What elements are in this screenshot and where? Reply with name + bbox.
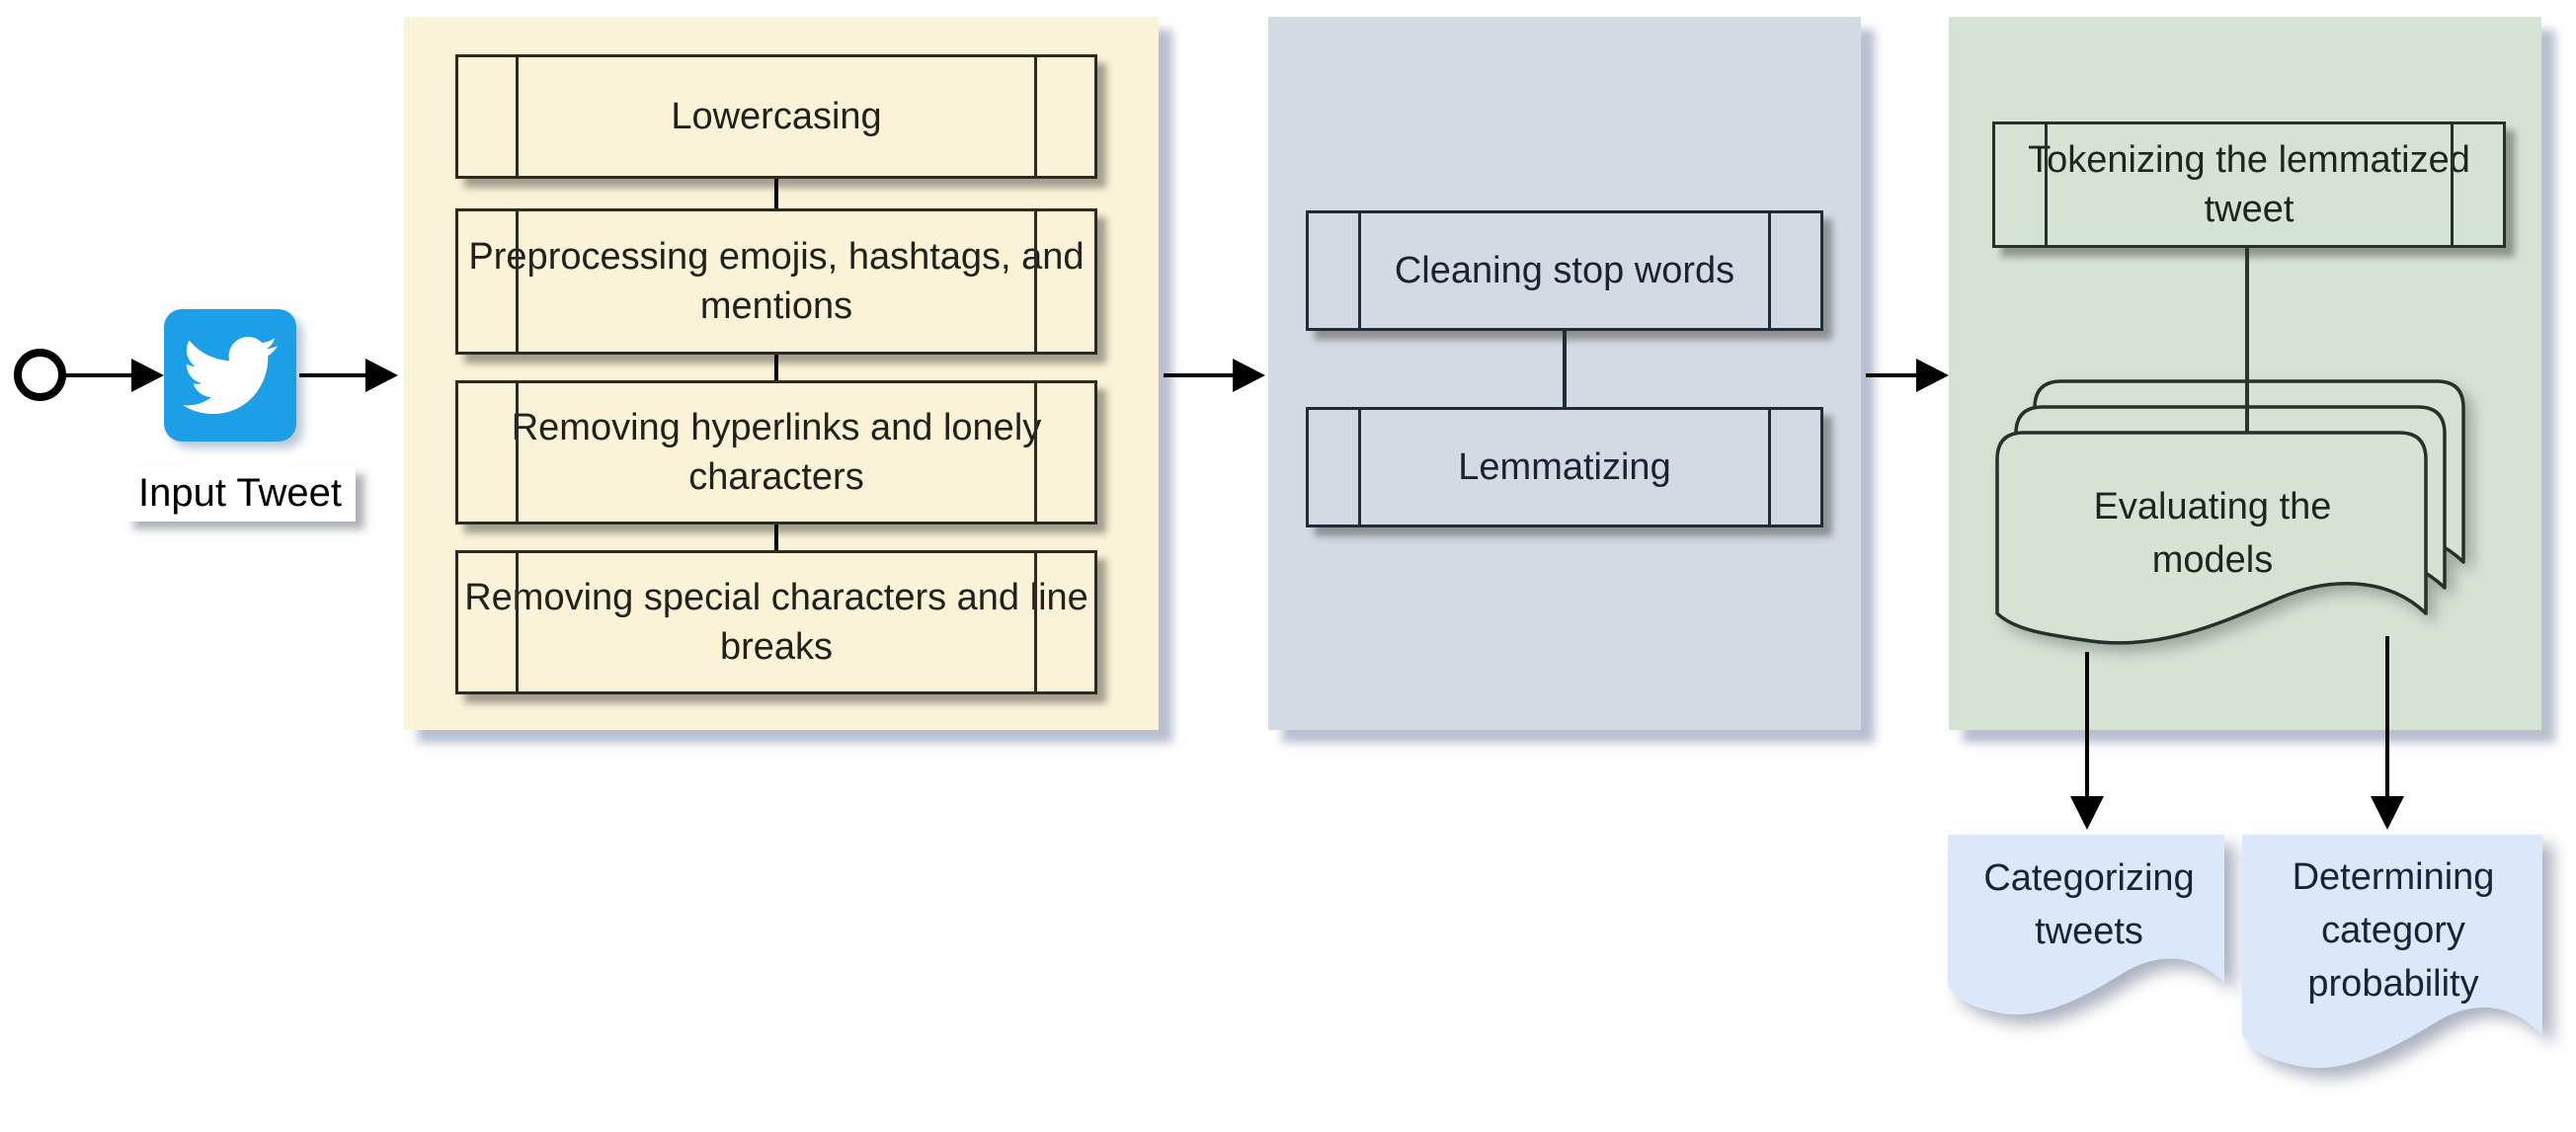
determining-probability-label: Determining category probability [2250,851,2536,1011]
process-box-cleaning-stop-words: Cleaning stop words [1306,210,1823,331]
label-line: category [2321,909,2465,951]
process-box-lemmatizing: Lemmatizing [1306,407,1823,527]
process-label: Tokenizing the lemmatized tweet [1995,135,2503,234]
connector-preprocessing-to-cleaning [1164,373,1233,377]
output-document-probability [2242,835,2542,1069]
side-bar [1034,211,1037,352]
twitter-bird-glyph [183,336,278,415]
connector-evaluating-to-categorizing [2085,652,2089,798]
label-line: Tokenizing the [2028,138,2269,181]
connector-cleaning-to-evaluation [1866,373,1917,377]
connector-evaluating-to-probability [2385,636,2389,798]
twitter-bird-icon [164,309,296,442]
label-line: Evaluating the [2093,486,2332,527]
start-node-circle [14,349,66,401]
document-shape [2242,835,2542,1069]
arrowhead-right-preprocessing [365,359,398,392]
side-bar [1358,213,1361,328]
label-line: models [2151,538,2274,581]
side-bar [1768,213,1771,328]
process-label: Removing hyperlinks and lonely character… [458,403,1094,502]
connector-start-to-input [65,373,134,377]
side-bar [516,57,519,176]
label-line: Preprocessing emojis, [468,235,839,278]
evaluating-models-document-stack [1995,379,2465,645]
process-box-tokenizing: Tokenizing the lemmatized tweet [1992,121,2506,248]
arrowhead-right-cleaning [1233,359,1265,392]
process-label: Preprocessing emojis, hashtags, and ment… [458,232,1094,331]
preprocessing-panel: Lowercasing Preprocessing emojis, hashta… [404,17,1159,730]
connector-tokenizing-to-evaluating [2245,246,2249,434]
side-bar [516,383,519,522]
label-line: hashtags, and mentions [699,235,1085,327]
document-shape [1948,835,2224,1015]
process-box-lowercasing: Lowercasing [455,54,1097,179]
process-box-removing-special: Removing special characters and line bre… [455,550,1097,694]
categorizing-tweets-label: Categorizing tweets [1954,852,2224,959]
side-bar [2451,124,2454,245]
cleaning-panel: Cleaning stop words Lemmatizing [1268,17,1861,730]
side-bar [1034,383,1037,522]
connector-input-to-preprocessing [299,373,366,377]
arrowhead-down-categorizing [2070,796,2104,830]
output-document-categorizing [1948,835,2224,1015]
connector-step1-step2 [774,179,778,208]
connector-step2-step3 [774,355,778,380]
side-bar [516,211,519,352]
label-line: lonely characters [688,406,1042,498]
arrowhead-right-evaluation [1916,359,1949,392]
evaluating-models-label: Evaluating the models [2039,481,2386,588]
label-line: Removing special [464,576,762,618]
side-bar [1358,410,1361,525]
process-label: Lemmatizing [1458,445,1671,488]
side-bar [1768,410,1771,525]
label-line: Determining [2292,856,2495,898]
input-tweet-label: Input Tweet [123,466,357,522]
arrowhead-down-probability [2371,796,2404,830]
connector-step3-step4 [774,525,778,550]
label-line: lemmatized tweet [2204,138,2470,230]
label-line: Removing hyperlinks and [511,406,933,448]
side-bar [1034,57,1037,176]
process-box-removing-hyperlinks: Removing hyperlinks and lonely character… [455,380,1097,525]
side-bar [1034,553,1037,691]
arrowhead-right-icon [131,359,164,392]
process-box-preprocessing-emojis: Preprocessing emojis, hashtags, and ment… [455,208,1097,355]
side-bar [516,553,519,691]
process-label: Cleaning stop words [1394,249,1735,291]
process-label: Removing special characters and line bre… [458,573,1094,672]
document-sheet-front [1995,431,2428,645]
process-label: Lowercasing [671,95,882,137]
label-line: Categorizing [1983,857,2195,899]
label-line: characters and line breaks [719,576,1088,668]
label-line: tweets [2035,910,2143,952]
side-bar [2045,124,2048,245]
label-line: probability [2307,962,2479,1005]
connector-stopwords-lemmatizing [1563,331,1567,407]
